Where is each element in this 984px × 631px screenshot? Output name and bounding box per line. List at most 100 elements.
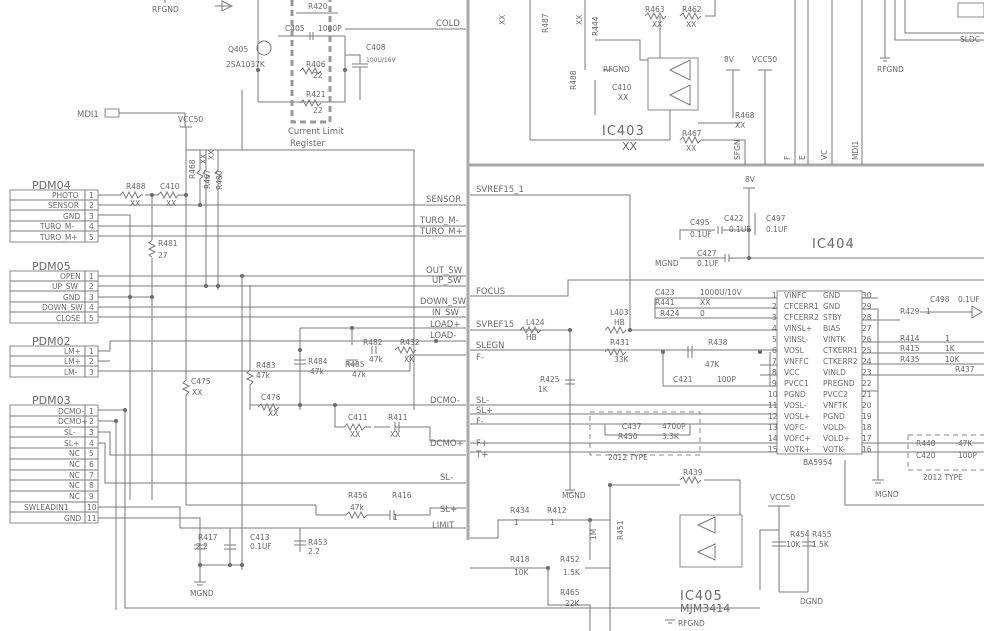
ic404-pin-14-name: VOFC+ <box>784 434 811 443</box>
ic404-section: IC404 8V C495 0.1UF C422 0.1UF C497 0.1U… <box>470 175 984 500</box>
r416-value: XX <box>268 409 278 418</box>
r485-label: R480 <box>215 170 224 190</box>
ic404-pin-24: 24 <box>862 357 872 366</box>
ic404-pin-25-name: CTKERR1 <box>823 346 858 355</box>
ic404-pin-1: 1 <box>772 291 777 300</box>
c404-value: 1.5K <box>812 540 830 549</box>
pdm03-pin8-name: NC <box>69 481 80 490</box>
pdm04-pin5-num: 5 <box>89 233 94 242</box>
pdm03-pin3-num: 3 <box>89 428 94 437</box>
r450-value: 100P <box>717 375 736 384</box>
ic404-pin-3-name: CFCERR2 <box>784 313 819 322</box>
ic404-pin-2-name: CFCERR1 <box>784 302 819 311</box>
l403-value: 0.1UF <box>766 225 788 234</box>
current-limit-section: RFGND R420 C405 1000P Q405 2SA1037K R406… <box>152 0 466 149</box>
ic404-pin-12-name: VOSL+ <box>784 412 810 421</box>
c498-label: R425 <box>540 375 560 384</box>
r431-value: 1000U/10V <box>700 288 743 297</box>
r448-label: R415 <box>900 344 920 353</box>
connector-pdm05: PDM05 OPEN 1 UP_SW 2 GND 3 DOWN_SW 4 CLO… <box>9 260 99 324</box>
r456-label: C475 <box>191 377 211 386</box>
r444-label: R444 <box>591 16 600 36</box>
pdm03-pin4-num: 4 <box>89 439 94 448</box>
c422-value: 0.1UF <box>250 542 272 551</box>
vcc50-left-label: VCC50 <box>178 115 203 124</box>
pdm03-pin7-name: NC <box>69 471 80 480</box>
pdm05-pin2-num: 2 <box>89 282 94 291</box>
pdm03-wiring: SL- C475 XX <box>98 290 760 610</box>
r438-value: XX <box>700 298 710 307</box>
ic404-pin-17: 17 <box>862 434 872 443</box>
ic404-pin-7-name: VNFFC <box>784 357 809 366</box>
ic404-pin-18: 18 <box>862 423 872 432</box>
r484-label: R467 <box>203 169 212 189</box>
r467-label: R467 <box>682 129 702 138</box>
l424-value: 0.1UF <box>729 225 751 234</box>
pdm02-pin2-name: LM+ <box>64 357 81 366</box>
r456-value: XX <box>192 388 202 397</box>
l403-label: C497 <box>766 214 786 223</box>
rfgnd-label-top: RFGND <box>152 5 179 14</box>
c497-value: 2.2 <box>308 547 320 556</box>
dcmo-section: DCMO- C476 XX DCMO+ C411 XX R411 XX SL+ … <box>250 393 466 556</box>
r481-label: C410 <box>160 182 180 191</box>
r417-label: C411 <box>348 413 368 422</box>
ic404-pin-8: 8 <box>772 368 777 377</box>
c411-label: R482 <box>363 338 383 347</box>
c413-value: XX <box>390 430 400 439</box>
ic404-pin-2: 2 <box>772 302 777 311</box>
pdm03-pin2-name: DCMO+ <box>58 417 88 426</box>
ic404-pin-13-name: VOFC- <box>784 423 807 432</box>
c476-label: R485 <box>345 360 365 369</box>
pdm03-pin4-name: SL+ <box>64 439 79 448</box>
ic404-pin-11-name: VOSL- <box>784 401 807 410</box>
c421-label: R424 <box>660 309 680 318</box>
ic403-name: IC403 <box>602 124 645 139</box>
ic404-pin-21-name: PVCC2 <box>823 390 848 399</box>
pdm02-pin2-num: 2 <box>89 357 94 366</box>
q405-label: Q405 <box>228 45 248 54</box>
pdm05-pin1-num: 1 <box>89 272 94 281</box>
right-f-plus: F+ <box>476 439 488 449</box>
r454-label: R418 <box>510 555 530 564</box>
pdm04-pin2-num: 2 <box>89 201 94 210</box>
r448-value: 1K <box>945 344 956 353</box>
pdm03-pin9-num: 9 <box>89 492 94 501</box>
mgnd-c498: MGND <box>562 491 586 500</box>
c408-label: C408 <box>366 43 386 52</box>
r452-label: R412 <box>547 506 567 515</box>
ic404-pin-29-name: GND <box>823 302 840 311</box>
ic404-pin-5-name: VINSL- <box>784 335 809 344</box>
c439-label: R454 <box>790 530 810 539</box>
r463-label: R463 <box>645 5 665 14</box>
mdi-label: MDI1 <box>77 110 99 120</box>
pdm05-pin4-name: DOWN_SW <box>42 303 83 312</box>
pdm03-pin9-name: NC <box>69 492 80 501</box>
r462-label: R462 <box>682 5 702 14</box>
ic404-pin-10-name: PGND <box>784 390 806 399</box>
r435-label: R429 <box>900 307 920 316</box>
pdm03-pin7-num: 7 <box>89 471 94 480</box>
ic404-pin-15-name: VOTK+ <box>784 445 811 454</box>
rfgnd-ic405: RFGND <box>678 619 705 628</box>
right-sl-minus: SL- <box>476 396 489 406</box>
ic404-pin-13: 13 <box>768 423 778 432</box>
ic404-left-pins: 1 VINFC 2 CFCERR1 3 CFCERR2 4 VINSL+ 5 V… <box>768 291 819 454</box>
r412-label: C420 <box>916 451 936 460</box>
r439-label: R437 <box>955 365 975 374</box>
pdm05-pin3-name: GND <box>63 293 80 302</box>
sig-f: F <box>783 156 792 160</box>
c422-label: C413 <box>250 533 270 542</box>
pdm03-pin1-name: DCMO- <box>58 407 85 416</box>
r406-label: R406 <box>306 60 326 69</box>
r462-value: XX <box>686 20 696 29</box>
ic404-pin-26-name: VINTK <box>823 335 847 344</box>
r484-value: XX <box>207 150 216 160</box>
pdm02-title: PDM02 <box>32 335 71 348</box>
r450-label: C421 <box>673 375 693 384</box>
r437-label: R414 <box>900 334 920 343</box>
pdm03-pin1-num: 1 <box>89 407 94 416</box>
bus-sl-minus: SL- <box>440 473 453 483</box>
ic404-pin-17-name: VOLD+ <box>823 434 850 443</box>
pdm05-pin4-num: 4 <box>89 303 94 312</box>
